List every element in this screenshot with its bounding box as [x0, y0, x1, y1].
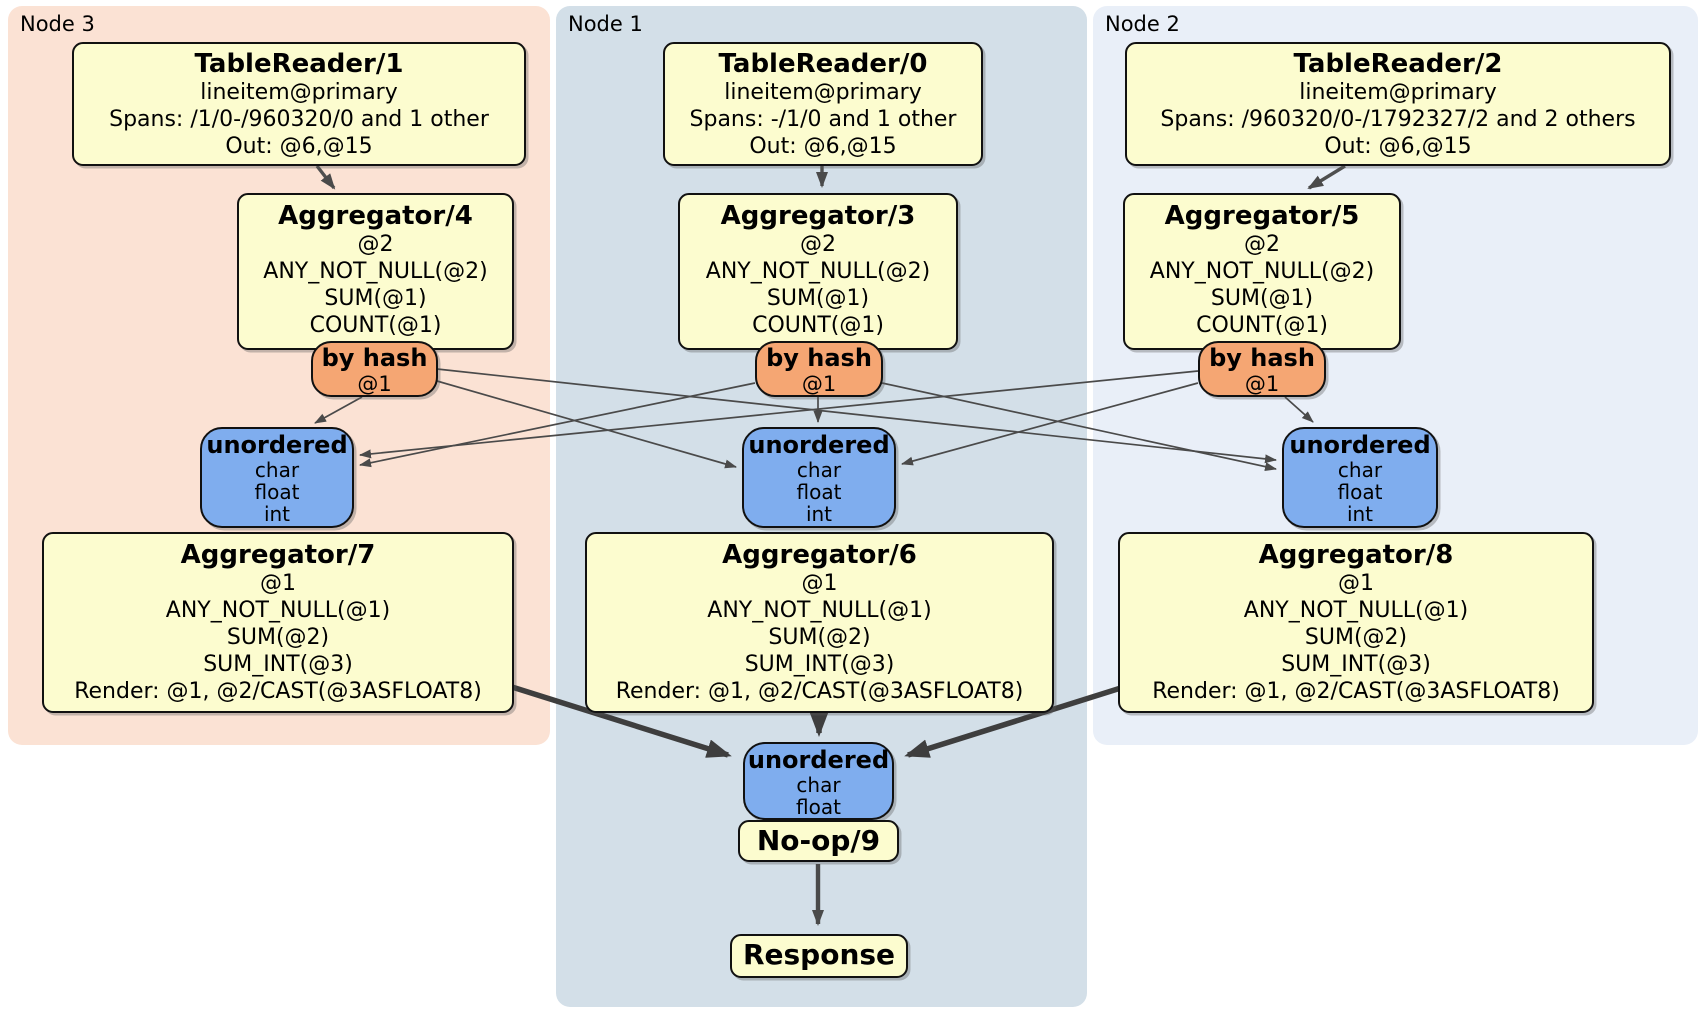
- aggregator-7-box: Aggregator/7 @1 ANY_NOT_NULL(@1) SUM(@2)…: [42, 532, 514, 713]
- hash-router-node3: by hash @1: [311, 341, 438, 397]
- aggregator-6-box: Aggregator/6 @1 ANY_NOT_NULL(@1) SUM(@2)…: [585, 532, 1054, 713]
- hash-router-node3-key: @1: [357, 372, 392, 396]
- hash-router-node3-title: by hash: [321, 344, 428, 372]
- aggregator-4-title: Aggregator/4: [278, 201, 473, 231]
- aggregator-7-fn2: SUM(@2): [226, 625, 330, 650]
- sync-col-int: int: [263, 502, 291, 526]
- unordered-sync-final: unordered char float: [743, 742, 894, 820]
- aggregator-3-title: Aggregator/3: [720, 201, 916, 231]
- aggregator-4-fn3: COUNT(@1): [309, 313, 442, 338]
- node2-label: Node 2: [1105, 12, 1180, 36]
- hash-router-node1-key: @1: [801, 372, 837, 396]
- aggregator-5-title: Aggregator/5: [1164, 201, 1360, 231]
- tablereader-1-box: TableReader/1 lineitem@primary Spans: /1…: [72, 42, 526, 166]
- tablereader-0-title: TableReader/0: [718, 49, 928, 79]
- tablereader-1-title: TableReader/1: [194, 49, 404, 79]
- tablereader-1-index: lineitem@primary: [200, 80, 398, 105]
- aggregator-8-fn3: SUM_INT(@3): [1281, 652, 1431, 677]
- aggregator-8-fn2: SUM(@2): [1304, 625, 1408, 650]
- tablereader-2-title: TableReader/2: [1293, 49, 1503, 79]
- aggregator-4-fn2: SUM(@1): [324, 286, 427, 311]
- tablereader-0-out: Out: @6,@15: [749, 134, 897, 159]
- aggregator-8-fn1: ANY_NOT_NULL(@1): [1243, 598, 1469, 623]
- response-title: Response: [742, 938, 896, 971]
- aggregator-3-box: Aggregator/3 @2 ANY_NOT_NULL(@2) SUM(@1)…: [678, 193, 958, 350]
- aggregator-7-fn1: ANY_NOT_NULL(@1): [165, 598, 391, 623]
- unordered-sync-node3: unordered char float int: [200, 427, 354, 528]
- hash-router-node2-key: @1: [1244, 372, 1280, 396]
- tablereader-2-box: TableReader/2 lineitem@primary Spans: /9…: [1125, 42, 1671, 166]
- sync-col-char: char: [254, 458, 300, 482]
- tablereader-2-out: Out: @6,@15: [1324, 134, 1472, 159]
- aggregator-6-render: Render: @1, @2/CAST(@3ASFLOAT8): [615, 679, 1024, 704]
- aggregator-3-group: @2: [800, 232, 836, 257]
- unordered-sync-node1-title: unordered: [748, 431, 890, 459]
- sync-col-int: int: [1346, 502, 1374, 526]
- unordered-sync-node2-title: unordered: [1289, 431, 1431, 459]
- sync-col-int: int: [805, 502, 833, 526]
- hash-router-node1: by hash @1: [755, 341, 883, 397]
- tablereader-2-index: lineitem@primary: [1299, 80, 1497, 105]
- sync-col-char: char: [796, 458, 842, 482]
- aggregator-7-render: Render: @1, @2/CAST(@3ASFLOAT8): [74, 679, 482, 704]
- aggregator-6-title: Aggregator/6: [722, 540, 917, 570]
- sync-col-float: float: [796, 795, 841, 819]
- aggregator-7-title: Aggregator/7: [180, 540, 376, 570]
- aggregator-4-fn1: ANY_NOT_NULL(@2): [263, 259, 488, 284]
- noop-title: No-op/9: [756, 824, 881, 857]
- tablereader-0-spans: Spans: -/1/0 and 1 other: [689, 107, 957, 132]
- noop-box: No-op/9: [738, 820, 899, 862]
- sync-col-char: char: [796, 773, 841, 797]
- sync-col-float: float: [796, 480, 842, 504]
- aggregator-5-fn3: COUNT(@1): [1196, 313, 1328, 338]
- tablereader-2-spans: Spans: /960320/0-/1792327/2 and 2 others: [1160, 107, 1636, 132]
- unordered-sync-final-title: unordered: [747, 746, 890, 774]
- aggregator-7-group: @1: [260, 571, 296, 596]
- tablereader-1-out: Out: @6,@15: [225, 134, 373, 159]
- tablereader-0-box: TableReader/0 lineitem@primary Spans: -/…: [663, 42, 983, 166]
- aggregator-3-fn1: ANY_NOT_NULL(@2): [705, 259, 931, 284]
- hash-router-node2-title: by hash: [1209, 344, 1315, 372]
- aggregator-6-fn2: SUM(@2): [768, 625, 871, 650]
- aggregator-3-fn3: COUNT(@1): [752, 313, 884, 338]
- sync-col-float: float: [254, 480, 300, 504]
- aggregator-4-group: @2: [357, 232, 394, 257]
- edge-tablereader-to-aggregator: [315, 164, 1346, 190]
- tablereader-1-spans: Spans: /1/0-/960320/0 and 1 other: [109, 107, 489, 132]
- edge-hash-router-streams: [314, 368, 1314, 472]
- aggregator-5-box: Aggregator/5 @2 ANY_NOT_NULL(@2) SUM(@1)…: [1123, 193, 1401, 350]
- aggregator-5-group: @2: [1244, 232, 1280, 257]
- unordered-sync-node2: unordered char float int: [1282, 427, 1438, 528]
- hash-router-node1-title: by hash: [766, 344, 872, 372]
- response-box: Response: [730, 934, 908, 978]
- aggregator-7-fn3: SUM_INT(@3): [203, 652, 353, 677]
- aggregator-8-box: Aggregator/8 @1 ANY_NOT_NULL(@1) SUM(@2)…: [1118, 532, 1594, 713]
- node3-label: Node 3: [20, 12, 95, 36]
- sync-col-float: float: [1337, 480, 1383, 504]
- unordered-sync-node1: unordered char float int: [742, 427, 896, 528]
- aggregator-8-group: @1: [1338, 571, 1374, 596]
- aggregator-8-render: Render: @1, @2/CAST(@3ASFLOAT8): [1152, 679, 1560, 704]
- aggregator-3-fn2: SUM(@1): [766, 286, 870, 311]
- aggregator-6-fn1: ANY_NOT_NULL(@1): [707, 598, 932, 623]
- tablereader-0-index: lineitem@primary: [724, 80, 922, 105]
- aggregator-5-fn2: SUM(@1): [1210, 286, 1314, 311]
- edge-final-aggregation: [511, 684, 1125, 758]
- hash-router-node2: by hash @1: [1198, 341, 1326, 397]
- unordered-sync-node3-title: unordered: [206, 431, 348, 459]
- sync-col-char: char: [1337, 458, 1383, 482]
- aggregator-5-fn1: ANY_NOT_NULL(@2): [1149, 259, 1375, 284]
- aggregator-6-group: @1: [801, 571, 838, 596]
- aggregator-4-box: Aggregator/4 @2 ANY_NOT_NULL(@2) SUM(@1)…: [237, 193, 514, 350]
- aggregator-8-title: Aggregator/8: [1258, 540, 1454, 570]
- aggregator-6-fn3: SUM_INT(@3): [744, 652, 895, 677]
- node1-label: Node 1: [568, 12, 643, 36]
